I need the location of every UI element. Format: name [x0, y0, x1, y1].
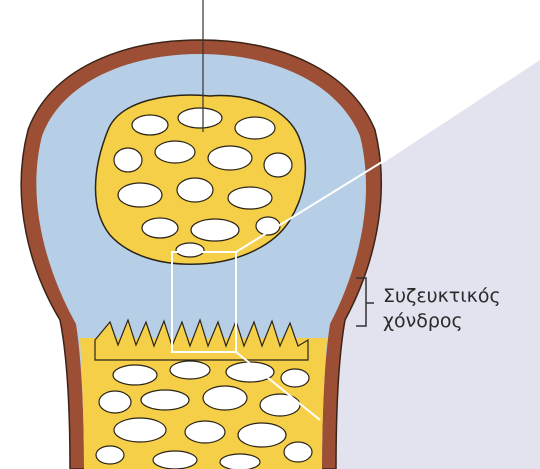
- growth-plate-label: Συζευκτικός χόνδρος: [383, 284, 540, 334]
- label-line-1: Συζευκτικός: [383, 284, 540, 309]
- label-line-2: χόνδρος: [383, 309, 540, 334]
